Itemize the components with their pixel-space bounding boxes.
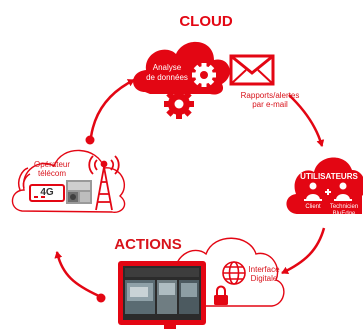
tablet-icon xyxy=(118,261,206,329)
interface-node: Interface Digitale xyxy=(118,237,285,329)
arrow-cloud-to-users xyxy=(288,94,325,147)
arrow-users-to-interface xyxy=(281,227,326,275)
heading-actions: ACTIONS xyxy=(114,236,182,253)
gear-icon-large xyxy=(164,89,194,119)
interface-label-line1: Interface xyxy=(248,265,280,274)
operator-node: Opérateur télécom 4G xyxy=(11,149,126,213)
lock-icon xyxy=(214,285,228,305)
cloud-node: Analyse de données xyxy=(133,41,300,119)
gear-icon xyxy=(192,63,216,87)
analysis-label-line2: de données xyxy=(146,73,188,82)
reports-label-line1: Rapports/alertes xyxy=(241,91,300,100)
users-title: UTILISATEURS xyxy=(300,172,358,181)
router-icon xyxy=(17,167,65,202)
analysis-label-line1: Analyse xyxy=(153,63,182,72)
equipment-icon xyxy=(66,180,92,204)
cycle-arrows xyxy=(54,78,326,303)
operator-label-line1: Opérateur xyxy=(34,160,70,169)
reports-label-line2: par e-mail xyxy=(252,100,288,109)
users-icon xyxy=(304,182,352,201)
technician-label-line2: BluEdge xyxy=(333,211,356,217)
arrow-dot-top-left xyxy=(85,135,95,145)
arrow-dot-bottom-left xyxy=(96,293,106,303)
interface-label-line2: Digitale xyxy=(251,274,278,283)
globe-icon xyxy=(222,261,246,285)
heading-cloud: CLOUD xyxy=(179,13,232,30)
technician-label-line1: Technicien xyxy=(330,204,358,210)
cloud-shape-top xyxy=(133,41,230,95)
client-label: Client xyxy=(305,204,321,210)
arrow-tablet-to-operator xyxy=(54,251,100,298)
envelope-icon xyxy=(229,54,275,86)
users-node: UTILISATEURS Client Technicien BluEdge xyxy=(286,157,363,217)
operator-label-line2: télécom xyxy=(38,169,66,178)
antenna-icon xyxy=(88,155,120,211)
arrow-operator-to-cloud xyxy=(89,78,135,138)
network-badge: 4G xyxy=(40,187,54,198)
